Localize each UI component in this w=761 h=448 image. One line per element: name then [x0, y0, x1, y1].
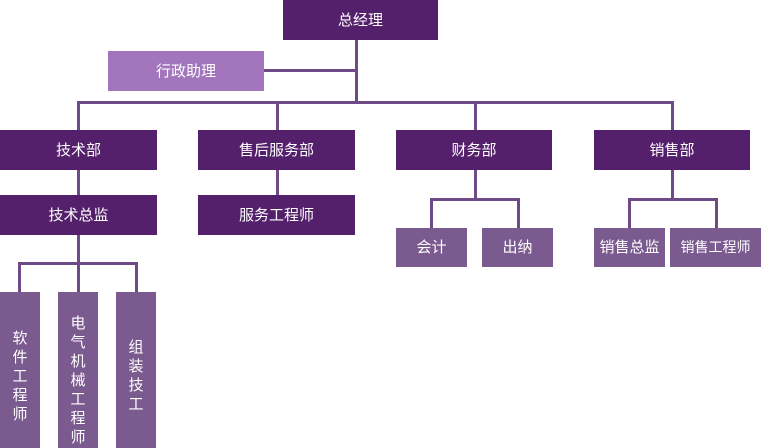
vertical-label-character: 电 — [70, 314, 86, 332]
vertical-label-character: 程 — [70, 409, 86, 427]
connector-assembly-technician — [135, 262, 138, 293]
connector-sales-department — [671, 101, 674, 131]
connector-sales-director — [628, 198, 631, 228]
accountant-box: 会计 — [396, 228, 467, 267]
vertical-label-character: 装 — [128, 357, 144, 375]
cashier-box: 出纳 — [482, 228, 553, 267]
connector-sales-trunk — [671, 169, 674, 199]
connector-assistant — [263, 69, 357, 72]
vertical-label-character: 软 — [12, 329, 28, 347]
assembly-technician-box: 组装技工 — [116, 292, 156, 448]
electromechanical-engineer-box: 电气机械工程师 — [58, 292, 98, 448]
after-sales-department-box: 售后服务部 — [198, 130, 355, 170]
sales-director-box: 销售总监 — [594, 228, 665, 267]
connector-finance-bus — [430, 198, 520, 201]
vertical-label-character: 程 — [12, 386, 28, 404]
vertical-label-character: 师 — [12, 405, 28, 423]
vertical-label-character: 组 — [128, 338, 144, 356]
vertical-label-character: 气 — [70, 333, 86, 351]
vertical-label-character: 师 — [70, 428, 86, 446]
vertical-label-character: 械 — [70, 371, 86, 389]
connector-accountant — [430, 198, 433, 228]
vertical-label-character: 件 — [12, 348, 28, 366]
connector-electromechanical-engineer — [77, 262, 80, 293]
connector-after-sales-department — [276, 101, 279, 131]
connector-finance-trunk — [474, 169, 477, 199]
connector-sales-engineer — [715, 198, 718, 228]
sales-engineer-box: 销售工程师 — [670, 228, 761, 267]
connector-software-engineer — [18, 262, 21, 293]
vertical-label-character: 工 — [12, 367, 28, 385]
vertical-label-character: 机 — [70, 352, 86, 370]
tech-department-box: 技术部 — [0, 130, 157, 170]
connector-sales-bus — [628, 198, 718, 201]
connector-department-bus — [77, 101, 673, 104]
connector-cashier — [517, 198, 520, 228]
finance-department-box: 财务部 — [396, 130, 552, 170]
ceo-box: 总经理 — [283, 0, 438, 40]
connector-tech-department — [77, 101, 80, 131]
connector-tech-director — [77, 169, 80, 195]
vertical-label-character: 工 — [70, 390, 86, 408]
software-engineer-box: 软件工程师 — [0, 292, 40, 448]
vertical-label-character: 工 — [128, 395, 144, 413]
connector-service-engineer — [276, 169, 279, 195]
assistant-box: 行政助理 — [108, 51, 264, 91]
connector-finance-department — [474, 101, 477, 131]
service-engineer-box: 服务工程师 — [198, 195, 355, 235]
vertical-label-character: 技 — [128, 376, 144, 394]
connector-tech-roles-trunk — [77, 234, 80, 263]
sales-department-box: 销售部 — [594, 130, 750, 170]
tech-director-box: 技术总监 — [0, 195, 157, 235]
